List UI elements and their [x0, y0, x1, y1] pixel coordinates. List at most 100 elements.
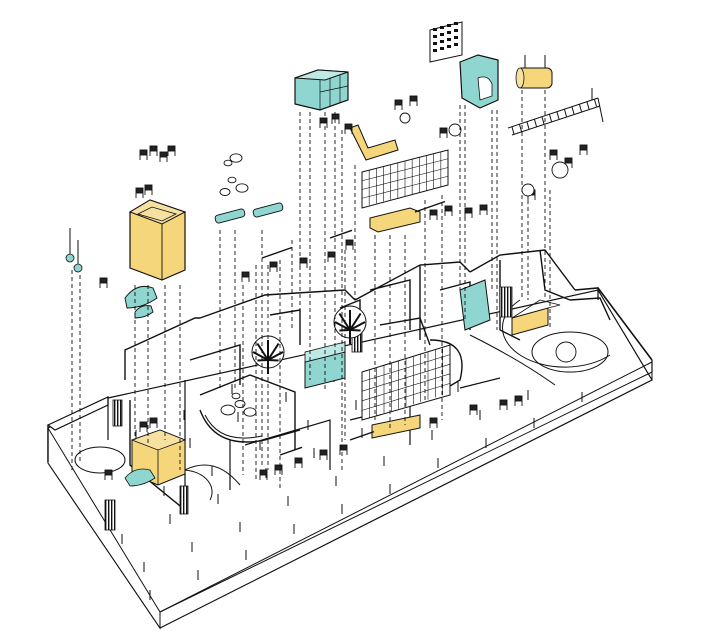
- furniture-symbols: [99, 95, 588, 480]
- chair-symbol: [429, 417, 438, 424]
- play-element: [555, 341, 577, 363]
- tree-branch: [252, 351, 269, 361]
- sign-cell: [440, 40, 444, 43]
- chair-symbol: [259, 469, 268, 476]
- exploded-teal-pendant-lamps: [65, 228, 83, 273]
- shelf-row: [361, 158, 449, 182]
- bubble-rug: [223, 159, 233, 167]
- rung: [571, 106, 575, 115]
- tree-branch: [256, 342, 269, 361]
- exploded-grid-sign: [429, 21, 463, 63]
- chair-symbol: [499, 399, 508, 406]
- rung: [579, 104, 582, 112]
- chair-symbol: [139, 421, 148, 428]
- table-top: [279, 446, 303, 456]
- sign-cell: [440, 26, 444, 29]
- chair-symbol: [139, 149, 148, 156]
- exploded-library-shelving: [361, 149, 449, 209]
- shelf-row: [361, 383, 451, 411]
- shelf-row: [361, 167, 449, 190]
- chair-symbol: [149, 417, 158, 424]
- chair-symbol: [344, 123, 353, 130]
- exploded-yellow-bench: [369, 207, 421, 233]
- chair-symbol: [99, 277, 108, 284]
- chair-symbol: [269, 261, 278, 268]
- exploded-yellow-cylinder: [515, 55, 553, 89]
- hatched-door-panels: [104, 286, 513, 531]
- chair-symbol: [331, 113, 340, 120]
- sign-cell: [454, 43, 458, 46]
- floor-bubble-rugs: [219, 153, 257, 417]
- tree-branch: [334, 321, 351, 331]
- tree-branch: [349, 312, 362, 331]
- exploded-monkey-bars: [507, 88, 604, 136]
- chair-symbol: [345, 239, 354, 246]
- chair-symbol: [149, 145, 158, 152]
- play-element: [448, 123, 462, 137]
- chair-symbol: [319, 449, 328, 456]
- chair-symbol: [464, 207, 473, 214]
- exploded-teal-panel: [459, 54, 499, 109]
- table-top: [349, 430, 375, 441]
- chair-symbol: [514, 395, 523, 402]
- rung: [586, 101, 590, 110]
- floor-library-shelving: [361, 344, 451, 421]
- floor-teal-panel: [459, 279, 491, 331]
- sign-cell: [447, 45, 451, 48]
- play-element: [551, 161, 569, 179]
- sign-cell: [454, 22, 458, 25]
- chair-symbol: [339, 444, 348, 451]
- chair-symbol: [479, 204, 488, 211]
- bubble-rug: [243, 407, 257, 417]
- rung: [534, 119, 537, 127]
- rung: [526, 121, 530, 130]
- rung: [564, 109, 567, 117]
- bubble-rug: [231, 392, 241, 400]
- sign-cell: [433, 28, 437, 31]
- play-element: [399, 112, 411, 124]
- exploded-teal-shelving: [294, 69, 349, 111]
- chair-symbol: [429, 209, 438, 216]
- floor-yellow-bench: [371, 414, 421, 439]
- chair-symbol: [564, 157, 573, 164]
- exploded-teal-tables: [214, 202, 284, 224]
- chair-symbol: [241, 271, 250, 278]
- chair-symbol: [444, 205, 453, 212]
- rung: [556, 111, 560, 120]
- tree-branch: [349, 321, 366, 331]
- shelf-row: [361, 354, 451, 382]
- sign-cell: [433, 42, 437, 45]
- exploded-yellow-slide-tower: [124, 199, 187, 319]
- sign-cell: [440, 47, 444, 50]
- chair-symbol: [274, 464, 283, 471]
- perimeter-walls: [46, 249, 653, 613]
- sign-cell: [454, 36, 458, 39]
- bubble-rug: [229, 153, 243, 163]
- sign-cell: [447, 38, 451, 41]
- sign-cell: [447, 31, 451, 34]
- rung: [541, 116, 545, 125]
- tree-branch: [267, 351, 284, 361]
- rung: [594, 99, 597, 107]
- shelf-row: [361, 373, 451, 402]
- chair-symbol: [469, 404, 478, 411]
- bubble-rug: [234, 400, 246, 408]
- chair-symbol: [159, 151, 168, 158]
- exploded-yellow-l-seat: [349, 124, 399, 161]
- chair-symbol: [319, 117, 328, 124]
- table-top: [261, 246, 293, 259]
- chair-symbol: [294, 457, 303, 464]
- chair-symbol: [327, 251, 336, 258]
- sign-cell: [454, 29, 458, 32]
- chair-symbol: [144, 184, 153, 191]
- chair-symbol: [549, 149, 558, 156]
- chair-symbol: [394, 99, 403, 106]
- rung: [511, 126, 515, 135]
- table-top: [414, 200, 446, 213]
- chair-symbol: [439, 127, 448, 134]
- shelf-row: [361, 175, 449, 199]
- sign-cell: [440, 33, 444, 36]
- sign-cell: [433, 35, 437, 38]
- table-top: [329, 229, 353, 239]
